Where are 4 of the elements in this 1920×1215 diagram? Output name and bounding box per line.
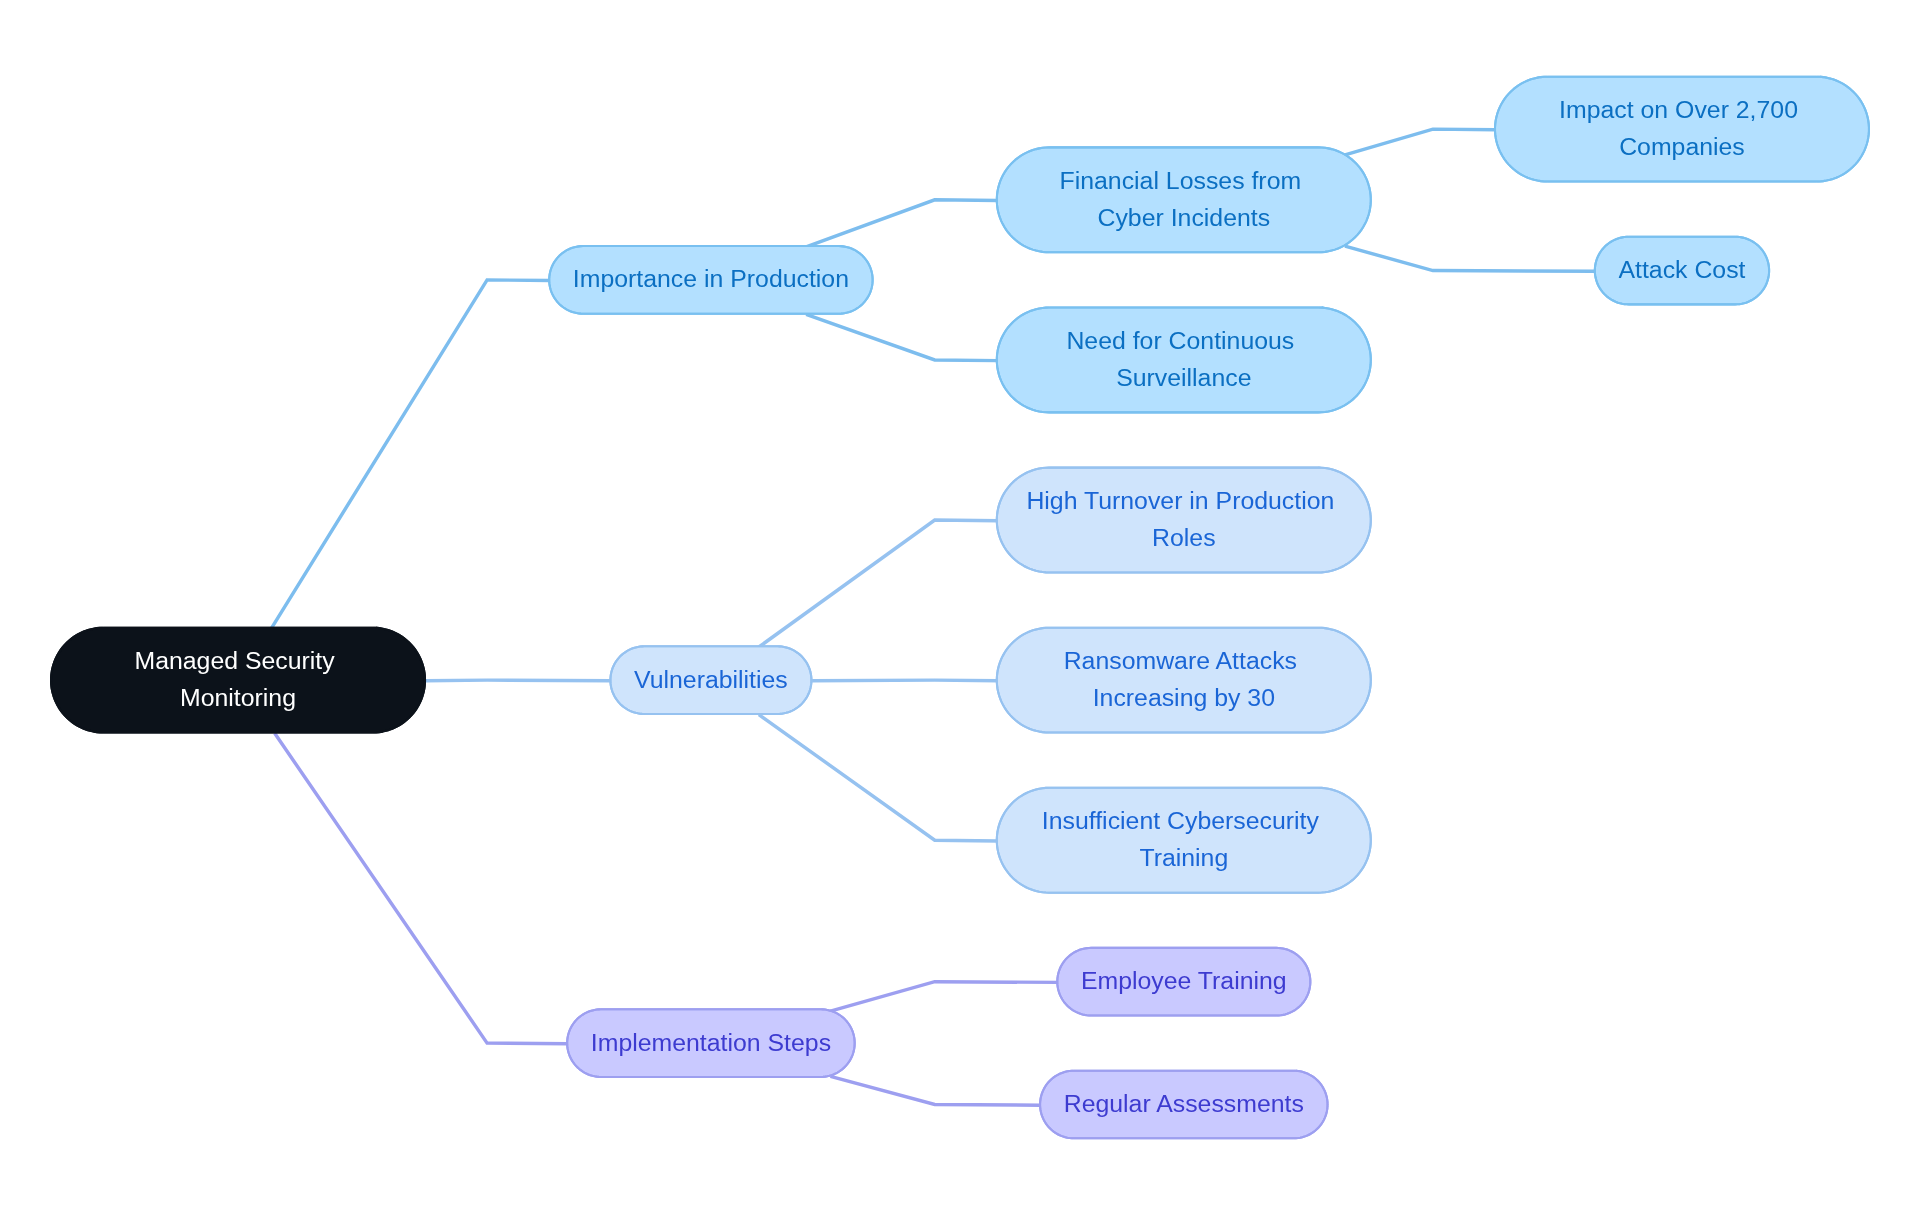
connector [273, 732, 568, 1046]
connector [1344, 127, 1496, 157]
connector [829, 979, 1058, 1013]
connector [830, 1074, 1041, 1107]
